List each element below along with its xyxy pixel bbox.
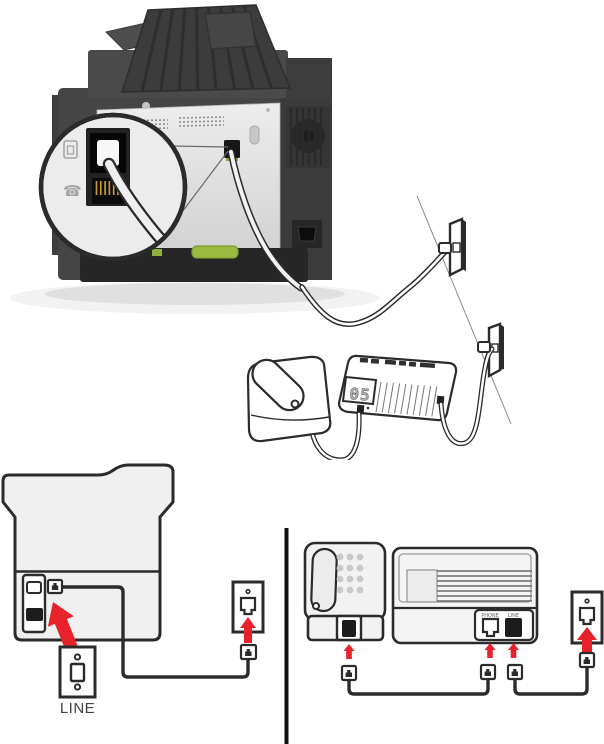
printer-to-wall-jack-diagram: LINE <box>1 463 289 744</box>
jack2-plug <box>477 341 491 353</box>
line-port <box>26 581 42 594</box>
green-latch-small <box>152 249 162 256</box>
red-arrow-line-port <box>47 602 78 650</box>
screw-icon <box>584 598 590 604</box>
printer-shadow-inner <box>45 283 345 305</box>
cable-am-to-walljack <box>513 667 589 696</box>
red-arrow-am-phone-port <box>484 643 496 658</box>
keypad-dots <box>336 553 364 594</box>
handset-hook <box>312 602 320 610</box>
tray-handle-recess <box>204 11 257 50</box>
cable-connector-walljack <box>578 651 596 669</box>
screw-icon <box>245 588 251 595</box>
am-display-value: 05 <box>349 384 372 405</box>
answering-machine-top-illustration: 05 <box>337 354 458 422</box>
phone-line-port <box>342 620 356 637</box>
power-socket <box>292 220 322 248</box>
handset-hook <box>290 399 300 409</box>
red-arrow-am-line-port <box>508 643 519 658</box>
phone-icon: ☎ <box>63 183 82 200</box>
green-handle <box>191 245 239 259</box>
mount-slot <box>249 125 260 145</box>
cable-phone-to-am <box>310 411 362 460</box>
line-wall-plate <box>58 645 97 699</box>
red-arrow-wall-jack <box>240 617 256 643</box>
cable-phone-to-am <box>347 679 490 696</box>
plug-in-port <box>97 140 119 166</box>
cable-connector-phone <box>340 664 358 682</box>
photo-phone-cable <box>227 148 305 292</box>
jack-socket-glyph <box>239 596 257 616</box>
port-callout-circle: ☎ <box>38 112 188 262</box>
am-label-square <box>406 569 438 603</box>
ext-port <box>26 608 43 621</box>
jack1-plug <box>438 242 452 254</box>
printer-rear-photo-illustration: ☎ <box>10 4 512 460</box>
cable-am-to-jack2 <box>438 346 495 447</box>
wall-jack-left-section <box>231 580 265 634</box>
handset <box>310 547 338 613</box>
cable-connector-am-line <box>506 663 524 681</box>
cable-connector-am-phone <box>479 663 497 681</box>
screw-icon <box>73 653 82 661</box>
callout-pointer-top <box>170 145 229 148</box>
walljack-cable-connector <box>239 643 258 661</box>
wall-line <box>416 195 512 425</box>
wall-jack-icon <box>63 140 78 159</box>
cable-printer-to-jack1 <box>299 247 450 327</box>
red-arrow-wall-jack-right <box>577 627 597 654</box>
wall-jack-icon-inner <box>66 145 75 155</box>
am-buttons <box>359 357 436 369</box>
telephone-front <box>303 541 387 642</box>
red-arrow-phone-port <box>343 644 355 659</box>
callout-pointer-bottom <box>175 150 229 221</box>
printer-shadow <box>10 282 380 314</box>
phone-am-wall-jack-diagram: PHONE LINE <box>303 541 604 696</box>
answering-machine-front: PHONE LINE <box>391 546 539 645</box>
am-phone-port-label: PHONE <box>481 613 499 619</box>
plate-jack-hole <box>69 662 86 683</box>
cable-printer-to-walljack <box>62 585 250 679</box>
wall-plate-label: LINE <box>60 700 95 717</box>
screw-icon <box>73 683 82 691</box>
output-tray-flap <box>120 4 292 93</box>
fan-grille <box>286 106 330 168</box>
am-display <box>341 375 378 406</box>
am-phone-port <box>481 617 500 638</box>
am-line-port <box>505 618 522 637</box>
wall-jack-1 <box>448 217 466 277</box>
am-line-port-label: LINE <box>508 613 519 619</box>
jack-socket-glyph <box>578 606 596 626</box>
am-speaker-grille <box>375 381 438 417</box>
am-left-port <box>356 404 365 414</box>
telephone-top-illustration <box>246 355 332 443</box>
am-speaker-lines <box>437 570 532 602</box>
printer-cable-connector <box>46 578 64 595</box>
section-divider <box>284 528 289 744</box>
handset <box>251 358 305 412</box>
printer-port-panel <box>21 573 47 634</box>
